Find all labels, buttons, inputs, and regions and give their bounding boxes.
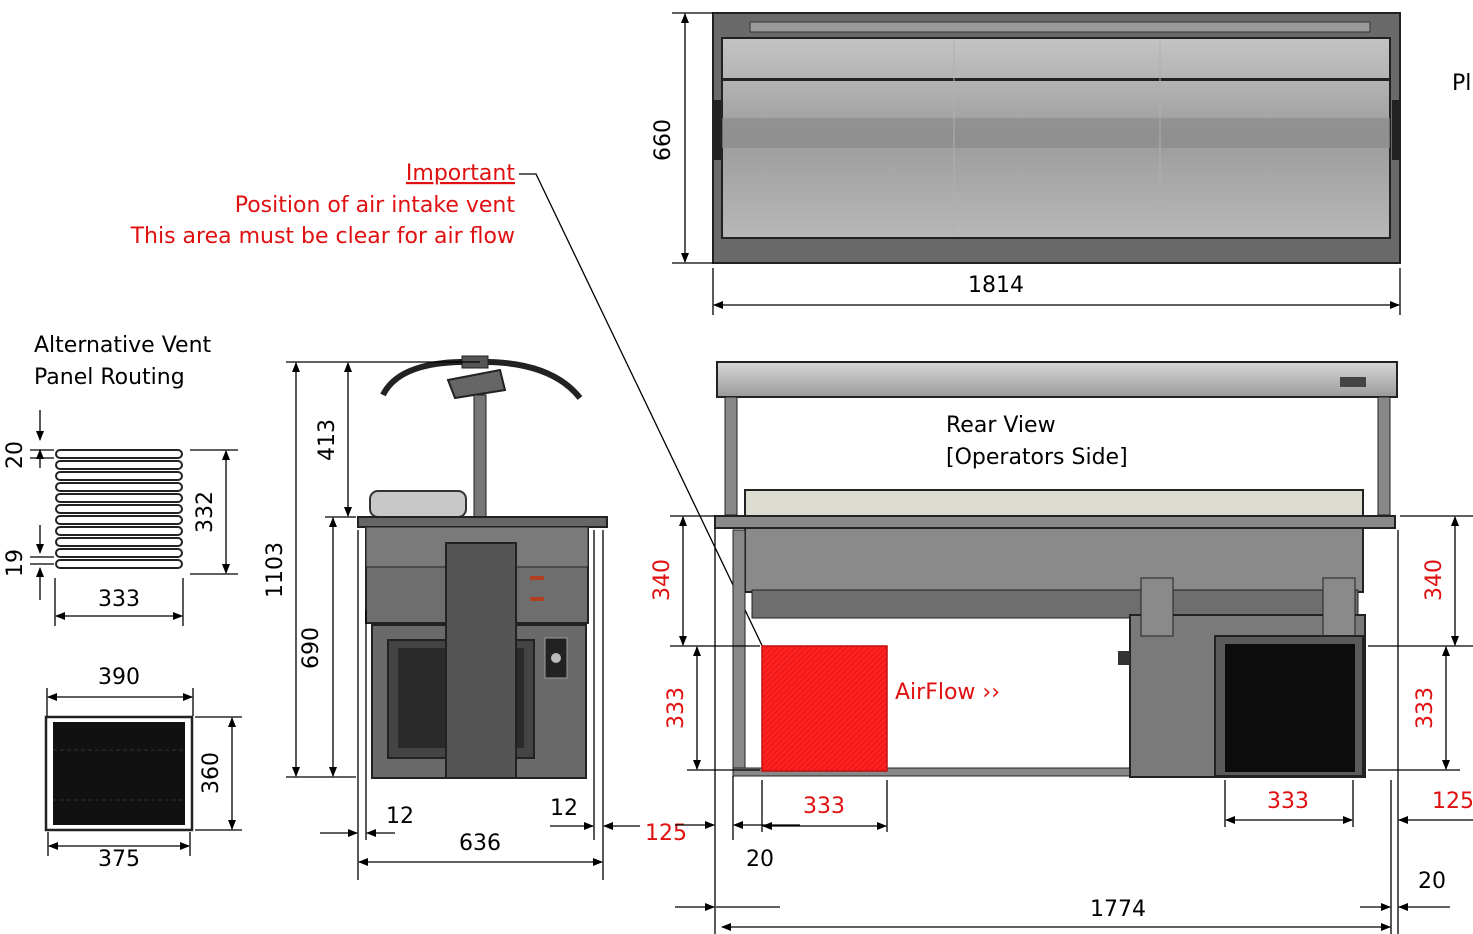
airflow-label: AirFlow ››	[895, 680, 1000, 705]
plan-view: 660 1814 Pl	[651, 12, 1471, 315]
rear-340-right-dim: 340	[1422, 559, 1447, 601]
alt-vent-title-1: Alternative Vent	[34, 333, 212, 358]
important-title: Important	[406, 161, 515, 186]
side-636-dim: 636	[459, 831, 501, 856]
side-12-right-dim: 12	[550, 796, 578, 821]
panel-390-dim: 390	[98, 665, 140, 690]
alternative-vent: Alternative Vent Panel Routing 20 19	[3, 333, 238, 626]
vent-panel: 390 360 375	[44, 665, 242, 872]
side-12-left-dim: 12	[386, 804, 414, 829]
rear-view-label-2: [Operators Side]	[946, 445, 1128, 470]
rear-1774-dim: 1774	[1090, 897, 1146, 922]
rear-125-right-dim: 125	[1432, 789, 1473, 814]
side-1103-dim: 1103	[263, 542, 288, 598]
panel-375-dim: 375	[98, 847, 140, 872]
plan-width-dim: 1814	[968, 273, 1024, 298]
rear-view: Rear View [Operators Side] AirFlow ›› 34…	[650, 361, 1473, 934]
vent-332-dim: 332	[193, 491, 218, 533]
rear-view-label-1: Rear View	[946, 413, 1056, 438]
air-intake-vent	[761, 645, 888, 772]
panel-360-dim: 360	[199, 752, 224, 794]
vent-20-dim: 20	[3, 441, 28, 469]
rear-20-right-dim: 20	[1418, 869, 1446, 894]
alt-vent-title-2: Panel Routing	[34, 365, 185, 390]
rear-333-bottom-left-dim: 333	[803, 794, 845, 819]
vent-333-dim: 333	[98, 587, 140, 612]
rear-340-left-dim: 340	[650, 559, 675, 601]
important-note: Important Position of air intake vent Th…	[130, 161, 793, 709]
rear-333-right-dim: 333	[1413, 687, 1438, 729]
plan-depth-dim: 660	[651, 119, 676, 161]
rear-333-bottom-right-dim: 333	[1267, 789, 1309, 814]
vent-19-dim: 19	[3, 549, 28, 577]
side-view: 1103 413 690 12 12 125 636	[263, 355, 687, 880]
plan-label: Pl	[1452, 71, 1471, 96]
side-690-dim: 690	[299, 627, 324, 669]
side-413-dim: 413	[315, 419, 340, 461]
rear-333-left-dim: 333	[664, 687, 689, 729]
rear-20-left-dim: 20	[746, 847, 774, 872]
important-line-3: This area must be clear for air flow	[130, 224, 515, 249]
important-line-2: Position of air intake vent	[235, 193, 516, 218]
